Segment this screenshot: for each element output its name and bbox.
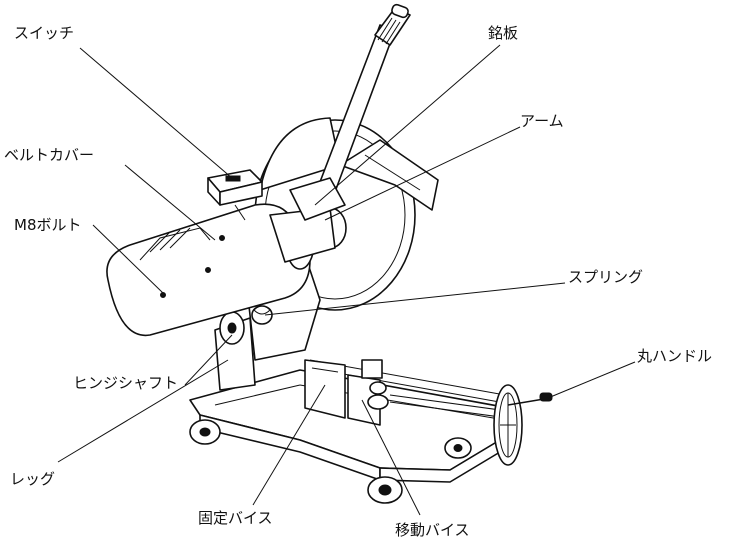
label-hinge-shaft: ヒンジシャフト — [73, 374, 179, 392]
wheel-rear-right — [444, 437, 472, 459]
leader-belt-cover — [124, 164, 216, 241]
label-fixed-vise: 固定バイス — [198, 509, 273, 527]
round-handle-wheel — [493, 384, 553, 466]
label-belt-cover: ベルトカバー — [4, 146, 95, 164]
arm-handle — [289, 3, 411, 221]
leader-nameplate — [314, 44, 501, 206]
switch-box — [207, 169, 263, 221]
leader-spring — [264, 282, 566, 316]
motor-housing — [106, 203, 347, 337]
blade-guard — [339, 139, 439, 211]
leader-moving-vise — [361, 399, 421, 516]
label-switch: スイッチ — [14, 24, 75, 42]
wheel-front-right — [367, 476, 403, 504]
leader-round-handle — [547, 361, 636, 399]
leader-fixed-vise — [252, 384, 326, 506]
label-moving-vise: 移動バイス — [395, 521, 470, 539]
label-round-handle: 丸ハンドル — [637, 347, 713, 365]
leader-m8-bolt — [92, 224, 164, 294]
leader-switch — [79, 47, 233, 179]
fixed-vise-jaw — [304, 359, 346, 419]
label-m8-bolt: M8ボルト — [14, 216, 82, 234]
leader-arm — [324, 126, 521, 221]
leader-leg — [57, 359, 229, 463]
moving-vise-jaw — [347, 359, 389, 426]
wheel-front-left — [189, 419, 221, 445]
label-spring: スプリング — [568, 268, 644, 286]
label-nameplate: 銘板 — [488, 24, 519, 42]
label-leg: レッグ — [10, 470, 56, 488]
label-arm: アーム — [520, 112, 564, 130]
leader-hinge-shaft — [184, 334, 233, 386]
